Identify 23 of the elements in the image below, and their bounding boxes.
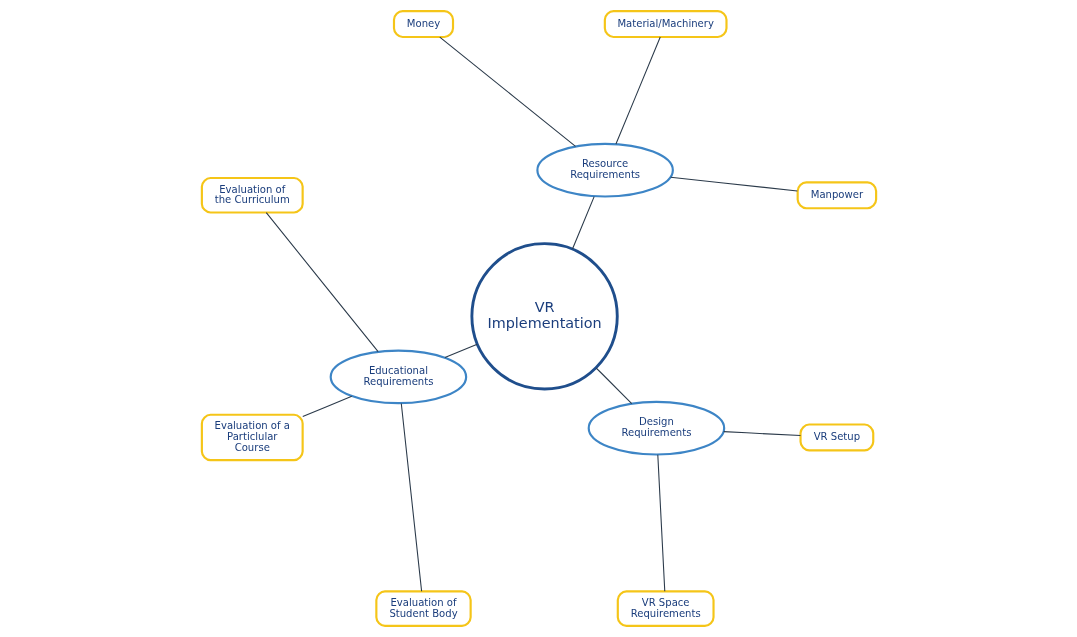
connector [722,431,801,437]
node-box: Evaluation of Student Body [374,590,472,627]
node-box: Evaluation of a Particlular Course [200,413,304,462]
node-circle: VR Implementation [469,242,619,391]
connector [614,36,661,145]
connector [400,402,422,592]
connector [571,196,595,250]
node-ellipse: Educational Requirements [329,349,467,405]
connector [438,36,576,147]
node-box: VR Space Requirements [616,590,715,627]
node-box: Money [392,10,454,39]
connector [656,454,665,592]
node-ellipse: Resource Requirements [535,142,674,198]
node-box: Manpower [796,181,877,210]
node-box: Material/Machinery [603,10,728,39]
connector [669,176,798,192]
node-box: Evaluation of the Curriculum [200,176,304,214]
connector [265,212,379,353]
connector [595,367,632,405]
node-box: VR Setup [798,423,874,452]
connector [443,343,478,359]
node-ellipse: Design Requirements [587,400,725,456]
connector [301,395,352,418]
